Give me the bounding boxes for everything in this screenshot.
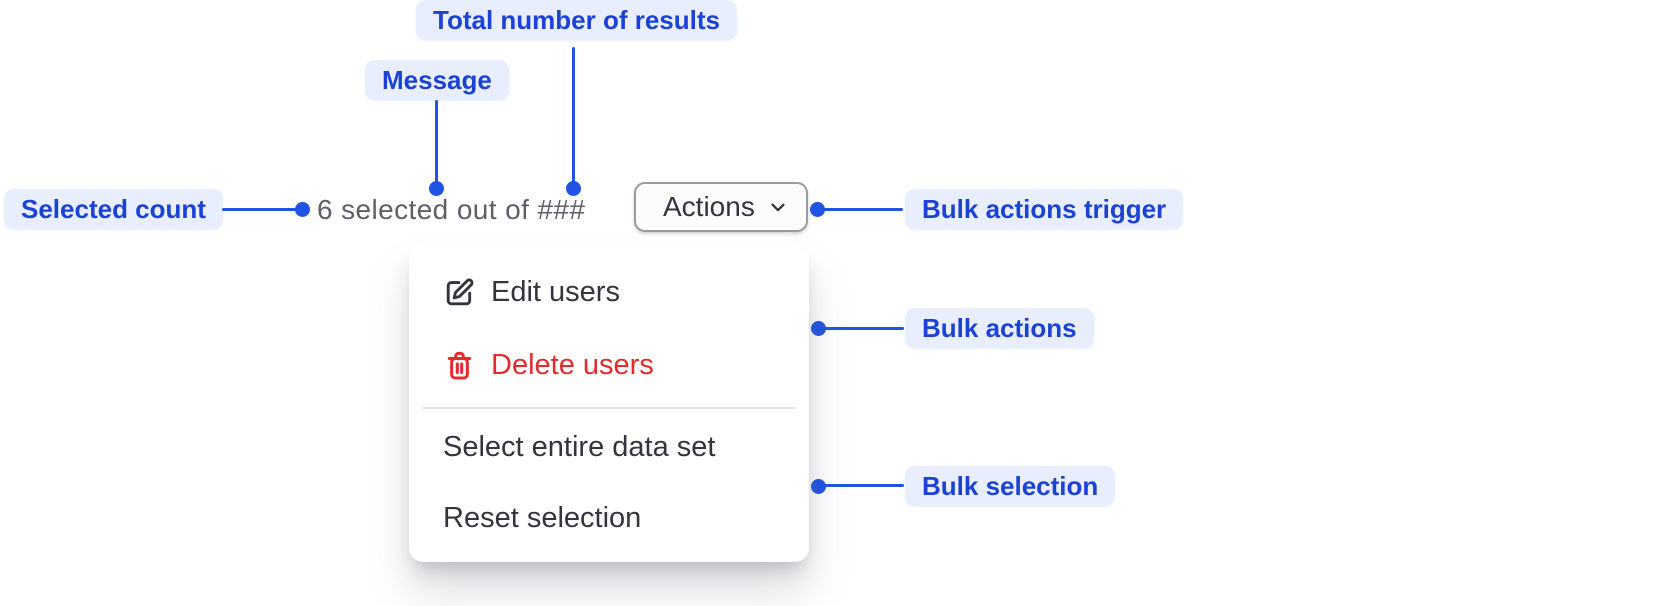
annotation-selected-count: Selected count <box>4 189 223 229</box>
menu-item-label: Select entire data set <box>443 430 716 463</box>
connector-line-selected-count <box>222 208 302 211</box>
trash-icon <box>443 349 476 382</box>
annotation-total-number-of-results: Total number of results <box>416 0 737 40</box>
menu-item-label: Delete users <box>491 348 654 381</box>
connector-dot-selected-count <box>294 201 310 217</box>
bulk-actions-menu: Edit users Delete users Select entire da… <box>409 245 809 562</box>
annotation-bulk-selection: Bulk selection <box>905 466 1116 506</box>
menu-item-reset-selection[interactable]: Reset selection <box>443 493 641 543</box>
connector-line-bulk-actions-trigger <box>817 208 903 211</box>
bulk-actions-trigger-button[interactable]: Actions <box>634 182 808 232</box>
connector-dot-bulk-selection <box>810 478 826 494</box>
connector-dot-message <box>428 180 444 196</box>
selection-message: 6 selected out of ### <box>317 194 586 225</box>
menu-item-edit-users[interactable]: Edit users <box>443 267 620 317</box>
menu-divider <box>422 407 796 409</box>
menu-item-label: Reset selection <box>443 501 642 534</box>
menu-item-label: Edit users <box>491 275 620 308</box>
connector-line-bulk-actions <box>818 327 904 330</box>
connector-dot-bulk-actions-trigger <box>809 201 825 217</box>
bulk-actions-trigger-label: Actions <box>663 191 755 222</box>
connector-dot-total-results <box>565 180 581 196</box>
connector-line-total-results <box>571 47 575 188</box>
connector-dot-bulk-actions <box>810 320 826 336</box>
annotation-bulk-actions-trigger: Bulk actions trigger <box>905 189 1184 229</box>
menu-item-delete-users[interactable]: Delete users <box>443 340 654 390</box>
menu-item-select-entire-data-set[interactable]: Select entire data set <box>443 422 715 472</box>
edit-pencil-square-icon <box>443 276 476 309</box>
connector-line-bulk-selection <box>818 484 904 487</box>
connector-line-message <box>434 100 438 188</box>
chevron-down-icon <box>767 196 789 218</box>
annotation-bulk-actions: Bulk actions <box>905 308 1094 348</box>
annotation-message: Message <box>365 60 509 100</box>
